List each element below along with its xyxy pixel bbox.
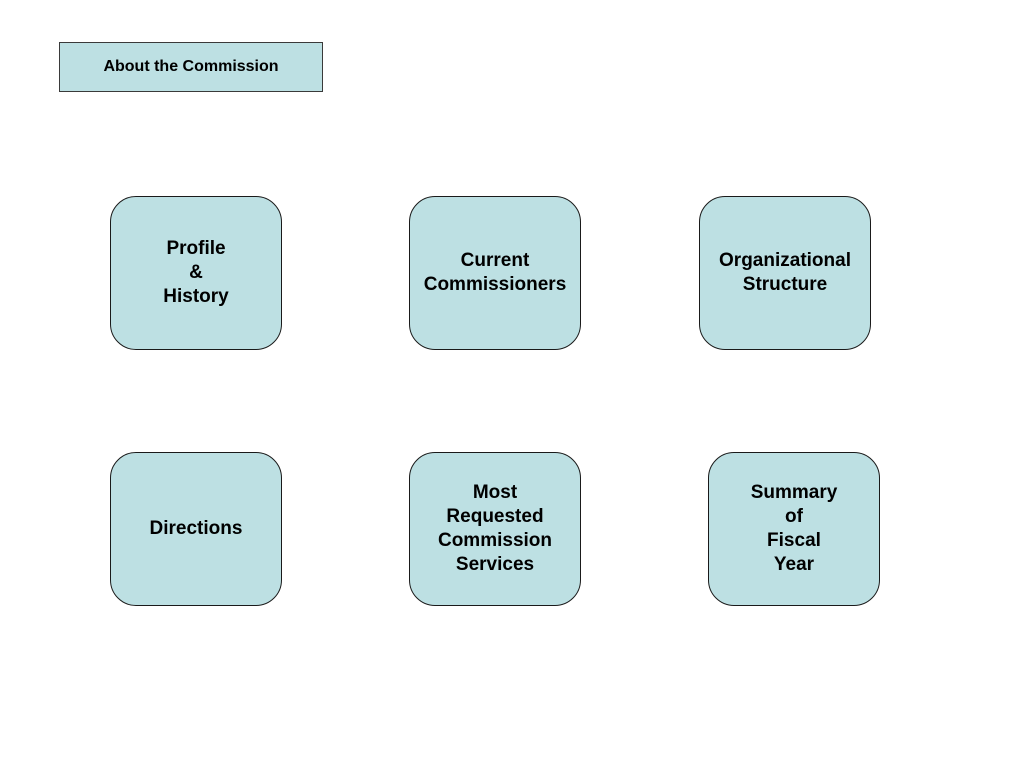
organizational-structure-button[interactable]: Organizational Structure: [699, 196, 871, 350]
current-commissioners-button[interactable]: Current Commissioners: [409, 196, 581, 350]
directions-button[interactable]: Directions: [110, 452, 282, 606]
summary-fiscal-year-button[interactable]: Summary of Fiscal Year: [708, 452, 880, 606]
profile-history-label: Profile & History: [163, 238, 229, 307]
summary-fiscal-year-label: Summary of Fiscal Year: [750, 482, 838, 575]
most-requested-services-label: Most Requested Commission Services: [437, 482, 553, 575]
organizational-structure-label: Organizational Structure: [719, 250, 851, 295]
page-title: About the Commission: [59, 42, 323, 92]
page-title-label: About the Commission: [103, 58, 279, 75]
directions-label: Directions: [149, 518, 243, 539]
profile-history-button[interactable]: Profile & History: [110, 196, 282, 350]
current-commissioners-label: Current Commissioners: [423, 250, 567, 295]
most-requested-services-button[interactable]: Most Requested Commission Services: [409, 452, 581, 606]
